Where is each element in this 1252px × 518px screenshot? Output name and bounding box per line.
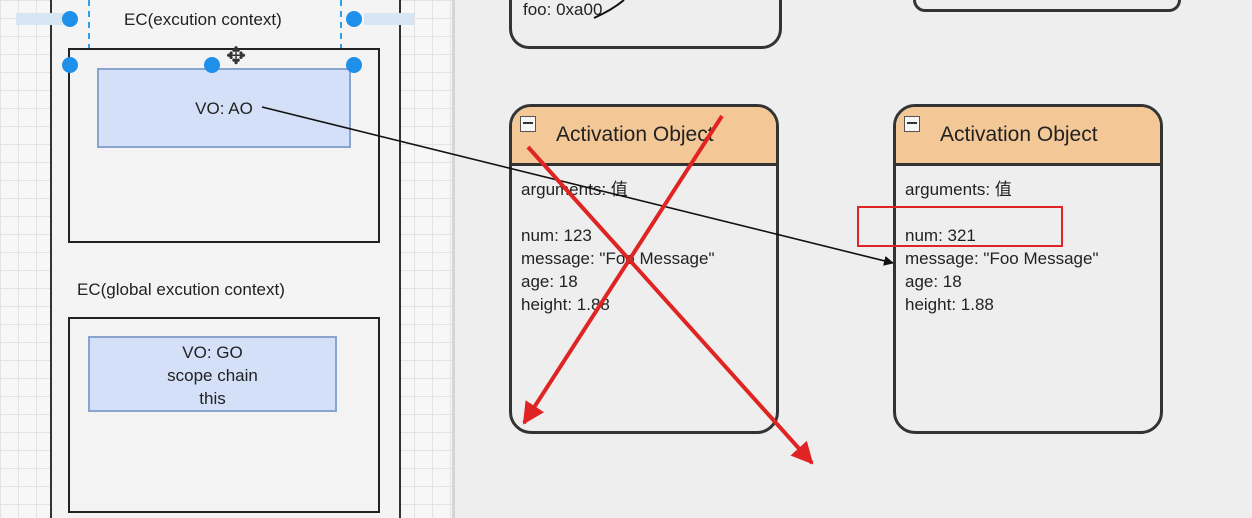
collapse-icon[interactable] bbox=[520, 116, 536, 132]
vo-go-box[interactable]: VO: GO scope chain this bbox=[88, 336, 337, 412]
foo-object-card[interactable]: foo: 0xa00 bbox=[509, 0, 782, 49]
move-cursor-icon: ✥ bbox=[226, 43, 247, 70]
ao-title: Activation Object bbox=[940, 123, 1098, 146]
collapse-icon[interactable] bbox=[904, 116, 920, 132]
this-line: this bbox=[199, 389, 226, 408]
ao-arguments-line: arguments: 值 bbox=[521, 180, 628, 199]
ao-header: Activation Object bbox=[512, 107, 776, 166]
resize-handle-mid-right[interactable] bbox=[346, 57, 362, 73]
resize-handle-mid-center[interactable] bbox=[204, 57, 220, 73]
ao-age-line: age: 18 bbox=[521, 272, 578, 291]
ao-blank-line bbox=[521, 201, 776, 224]
activation-object-card-old[interactable]: Activation Object arguments: 值 num: 123 … bbox=[509, 104, 779, 434]
ao-num-line: num: 321 bbox=[905, 226, 976, 245]
activation-object-card-new[interactable]: Activation Object arguments: 值 num: 321 … bbox=[893, 104, 1163, 434]
vo-go-line: VO: GO bbox=[182, 343, 243, 362]
ao-num-line: num: 123 bbox=[521, 226, 592, 245]
resize-handle-top-left[interactable] bbox=[62, 11, 78, 27]
ao-header: Activation Object bbox=[896, 107, 1160, 166]
vo-ao-text: VO: AO bbox=[195, 99, 253, 118]
partial-object-card[interactable] bbox=[913, 0, 1181, 12]
ao-height-line: height: 1.88 bbox=[521, 295, 610, 314]
ao-age-line: age: 18 bbox=[905, 272, 962, 291]
resize-handle-mid-left[interactable] bbox=[62, 57, 78, 73]
drag-guide-right bbox=[364, 13, 414, 25]
highlight-rectangle[interactable] bbox=[857, 206, 1063, 247]
scope-chain-line: scope chain bbox=[167, 366, 258, 385]
drag-guide-left bbox=[16, 13, 64, 25]
ao-title: Activation Object bbox=[556, 123, 714, 146]
vo-ao-box[interactable]: VO: AO bbox=[97, 68, 351, 148]
foo-object-text: foo: 0xa00 bbox=[523, 0, 603, 19]
ao-message-line: message: "Foo Message" bbox=[521, 249, 715, 268]
ao-height-line: height: 1.88 bbox=[905, 295, 994, 314]
ec-function-label[interactable]: EC(excution context) bbox=[124, 10, 282, 29]
ao-body: arguments: 值 num: 321 message: "Foo Mess… bbox=[896, 166, 1160, 316]
ao-arguments-line: arguments: 值 bbox=[905, 180, 1012, 199]
resize-handle-top-right[interactable] bbox=[346, 11, 362, 27]
ec-global-label[interactable]: EC(global excution context) bbox=[77, 280, 285, 299]
ao-message-line: message: "Foo Message" bbox=[905, 249, 1099, 268]
ao-body: arguments: 值 num: 123 message: "Foo Mess… bbox=[512, 166, 776, 316]
